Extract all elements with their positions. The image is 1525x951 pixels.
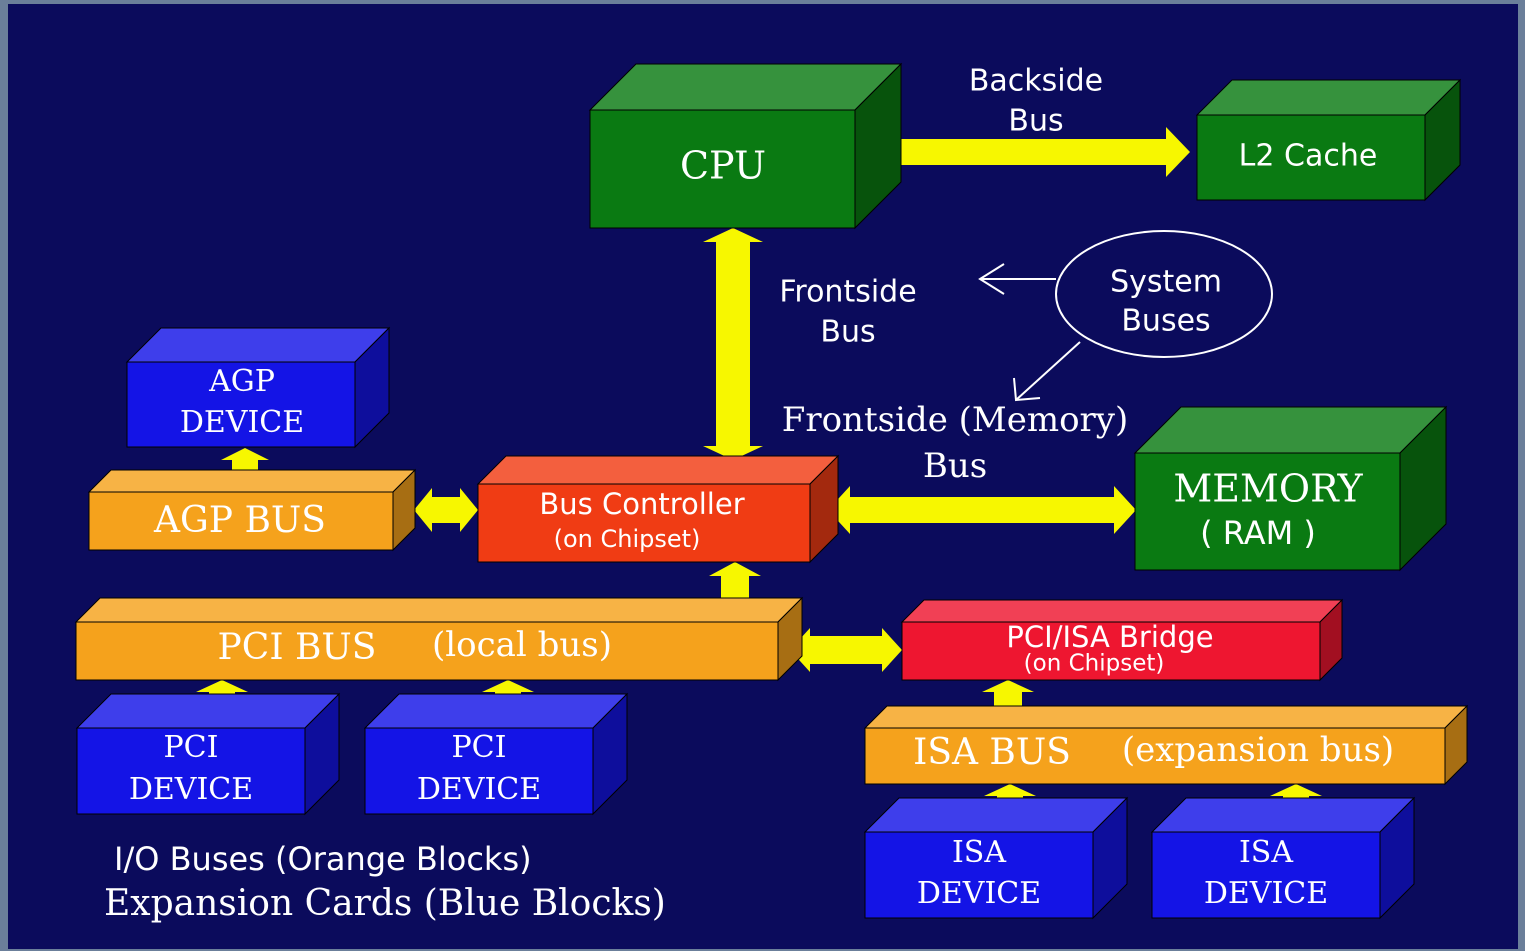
agp-device-label-1: AGP — [208, 364, 275, 399]
bus-controller-top-face — [476, 455, 840, 485]
legend-io-buses: I/O Buses (Orange Blocks) — [114, 840, 532, 878]
cpu-front-face — [589, 109, 856, 229]
system-buses-label-1: System — [1110, 265, 1222, 300]
pci-device-1-top-face — [75, 693, 341, 729]
pci-device-2-label-1: PCI — [452, 730, 507, 765]
pci-device-2-block: PCI DEVICE — [363, 692, 629, 816]
agp-controller-arrow — [414, 488, 478, 532]
cpu-label-1: CPU — [680, 144, 766, 188]
memory-bus-label-2: Bus — [923, 446, 987, 486]
pci-device-1-label-1: PCI — [164, 730, 219, 765]
bus-controller-block: Bus Controller (on Chipset) — [476, 454, 840, 564]
memory-block: MEMORY( RAM ) — [1133, 405, 1448, 572]
isa-device-1-label-2: DEVICE — [917, 876, 1041, 911]
isa-bus-label-1: ISA BUS — [913, 732, 1071, 773]
l2-cache-label-1: L2 Cache — [1239, 139, 1378, 174]
bus-controller-label-1: Bus Controller — [539, 487, 744, 521]
cpu-block: CPU — [588, 62, 903, 230]
l2-cache-front-face — [1196, 114, 1426, 201]
pci-bus-label-1: PCI BUS — [218, 627, 377, 668]
pci-device-1-block: PCI DEVICE — [75, 692, 341, 816]
pci-bus-front-face — [75, 621, 779, 681]
memory-bus-arrow — [828, 486, 1136, 534]
agp-device-block: AGP DEVICE — [125, 326, 391, 449]
isa-device-2-top-face — [1150, 797, 1416, 833]
system-buses-ellipse — [1055, 230, 1273, 358]
pointer-line-memory — [1015, 341, 1081, 401]
isa-device-1-top-face — [863, 797, 1129, 833]
frontside-bus-label-2: Bus — [820, 315, 875, 350]
pci-bus-block: PCI BUS (local bus) — [74, 596, 804, 682]
memory-front-face — [1134, 452, 1401, 571]
bus-controller-label-2: (on Chipset) — [554, 525, 701, 553]
pci-isa-bridge-front-face — [901, 621, 1321, 681]
pci-device-2-front-face — [364, 727, 594, 815]
agp-device-label-2: DEVICE — [180, 405, 304, 440]
pci-device-1-front-face — [76, 727, 306, 815]
backside-bus-arrow — [868, 127, 1190, 177]
isa-device-2-label-2: DEVICE — [1204, 876, 1328, 911]
pci-bus-top-face — [74, 597, 804, 623]
agp-bus-top-face — [87, 469, 417, 493]
memory-top-face — [1133, 406, 1448, 454]
pci-bridge-arrow — [790, 628, 902, 672]
pointer-head-frontside — [978, 263, 1005, 295]
backside-bus-label-2: Bus — [1008, 104, 1063, 139]
isa-bus-label-2: (expansion bus) — [1122, 730, 1394, 770]
isa-device-2-front-face — [1151, 831, 1381, 919]
pci-device-1-label-2: DEVICE — [129, 772, 253, 807]
pci-isa-bridge-label-1: PCI/ISA Bridge — [1006, 620, 1213, 654]
pointer-head-memory — [1013, 377, 1041, 402]
frontside-bus-arrow — [703, 228, 763, 460]
system-buses-label-2: Buses — [1121, 304, 1210, 339]
legend-expansion-cards: Expansion Cards (Blue Blocks) — [104, 883, 666, 924]
pci-isa-bridge-block: PCI/ISA Bridge(on Chipset) — [900, 598, 1344, 682]
isa-device-1-label-1: ISA — [952, 835, 1006, 870]
l2-cache-block: L2 Cache — [1195, 78, 1462, 202]
pci-bus-label-2: (local bus) — [432, 625, 612, 665]
pci-device-2-label-2: DEVICE — [417, 772, 541, 807]
memory-label-2: ( RAM ) — [1200, 514, 1316, 552]
isa-device-1-block: ISA DEVICE — [863, 796, 1129, 920]
memory-label-1: MEMORY — [1173, 467, 1363, 511]
isa-bus-front-face — [864, 727, 1446, 785]
pci-isa-bridge-top-face — [900, 599, 1344, 623]
agp-bus-front-face — [88, 491, 394, 551]
pci-device-2-top-face — [363, 693, 629, 729]
isa-bus-top-face — [863, 705, 1469, 729]
cpu-top-face — [588, 63, 903, 111]
agp-device-front-face — [126, 361, 356, 448]
isa-device-2-label-1: ISA — [1239, 835, 1293, 870]
backside-bus-label-1: Backside — [969, 64, 1103, 99]
agp-device-top-face — [125, 327, 391, 363]
memory-bus-label-1: Frontside (Memory) — [782, 400, 1129, 440]
isa-device-1-front-face — [864, 831, 1094, 919]
isa-bus-block: ISA BUS (expansion bus) — [863, 704, 1469, 786]
agp-bus-block: AGP BUS — [87, 468, 417, 552]
bus-controller-front-face — [477, 483, 811, 563]
agp-bus-label-1: AGP BUS — [153, 500, 326, 541]
frontside-bus-label-1: Frontside — [779, 275, 916, 310]
l2-cache-top-face — [1195, 79, 1462, 116]
isa-device-2-block: ISA DEVICE — [1150, 796, 1416, 920]
pci-isa-bridge-label-2: (on Chipset) — [1024, 651, 1165, 677]
